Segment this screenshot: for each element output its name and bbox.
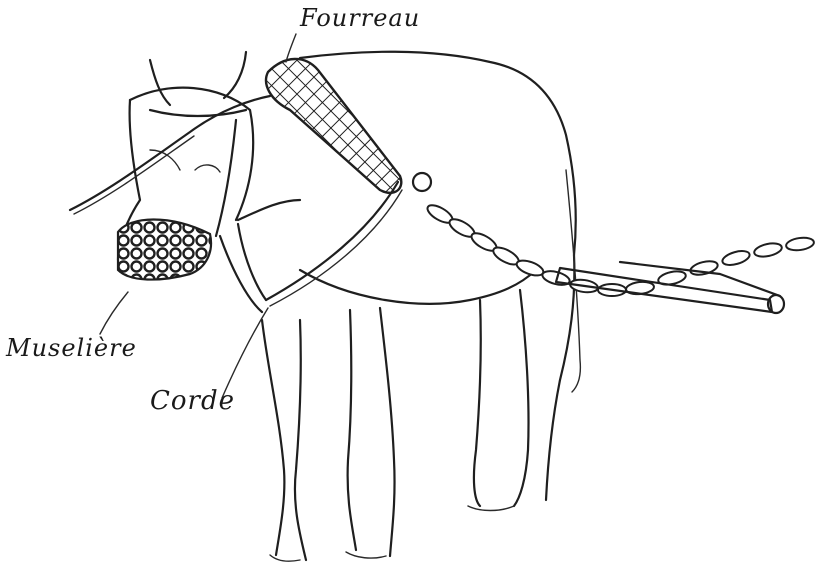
ox-legs xyxy=(262,290,529,561)
plough-beam xyxy=(556,262,784,313)
label-museliere: Muselière xyxy=(6,334,137,362)
collar-rope xyxy=(238,182,402,306)
fourreau-pad xyxy=(266,59,401,193)
muzzle-net xyxy=(118,220,211,280)
label-corde: Corde xyxy=(150,386,235,416)
ox-body xyxy=(220,52,580,500)
chain xyxy=(425,202,815,296)
yoke-ring xyxy=(413,173,431,191)
label-fourreau: Fourreau xyxy=(300,4,420,32)
halter-rope xyxy=(70,96,270,236)
